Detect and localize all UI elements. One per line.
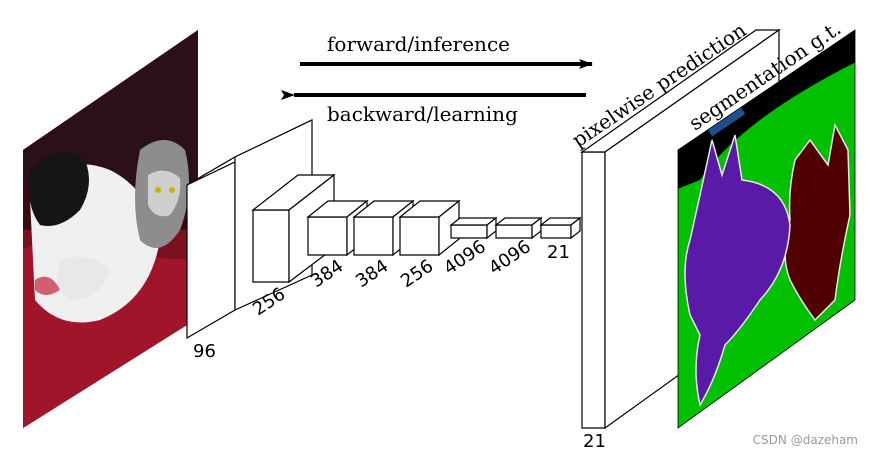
layer-box-21: [539, 216, 582, 240]
seg-dog-region: [684, 134, 791, 407]
layer-box-256b: [398, 199, 461, 257]
layer-label-4096b: 4096: [485, 236, 535, 279]
layer-box-4096a: [449, 216, 498, 240]
forward-label: forward/inference: [327, 32, 510, 56]
layer-label-96: 96: [193, 341, 216, 362]
layer-label-21a: 21: [547, 242, 570, 263]
backward-label: backward/learning: [327, 102, 518, 126]
seg-cat-region: [784, 122, 851, 322]
watermark: CSDN @dazeham: [752, 433, 858, 447]
layer-label-256b: 256: [397, 256, 437, 293]
seg-label-bar: [706, 105, 746, 137]
layer-label-21b: 21: [583, 431, 606, 452]
input-photo: [23, 30, 198, 428]
layer-label-384b: 384: [352, 256, 392, 293]
layer-box-4096b: [494, 216, 543, 240]
